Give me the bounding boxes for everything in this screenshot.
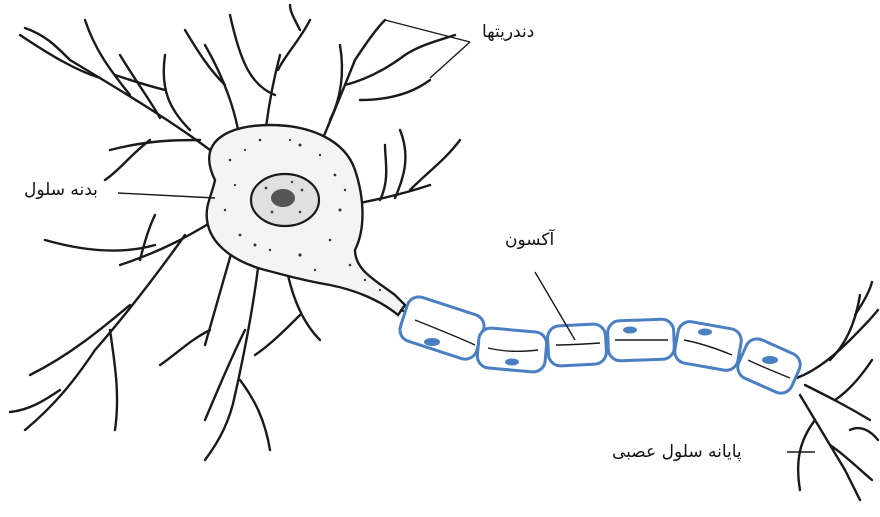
dendrite-upper-left — [20, 20, 210, 180]
nucleus — [251, 174, 319, 226]
leader-cell-body — [118, 193, 215, 198]
myelin-sheath — [734, 335, 804, 397]
dendrite-lower-left — [10, 215, 215, 430]
label-axon-terminal: پایانه سلول عصبی — [612, 442, 742, 462]
dendrite-upper — [185, 5, 310, 140]
myelin-sheath — [397, 294, 487, 362]
leader-dendrites-1 — [385, 20, 470, 42]
myelin-sheaths — [397, 294, 804, 397]
dendrite-right — [350, 130, 460, 205]
axon-terminal-branches — [790, 282, 878, 500]
label-cell-body: بدنه سلول — [24, 180, 98, 200]
label-axon: آکسون — [505, 230, 554, 250]
dendrite-upper-right — [320, 20, 455, 145]
label-dendrites: دندریتها — [482, 22, 534, 42]
leader-dendrites-2 — [430, 42, 470, 78]
